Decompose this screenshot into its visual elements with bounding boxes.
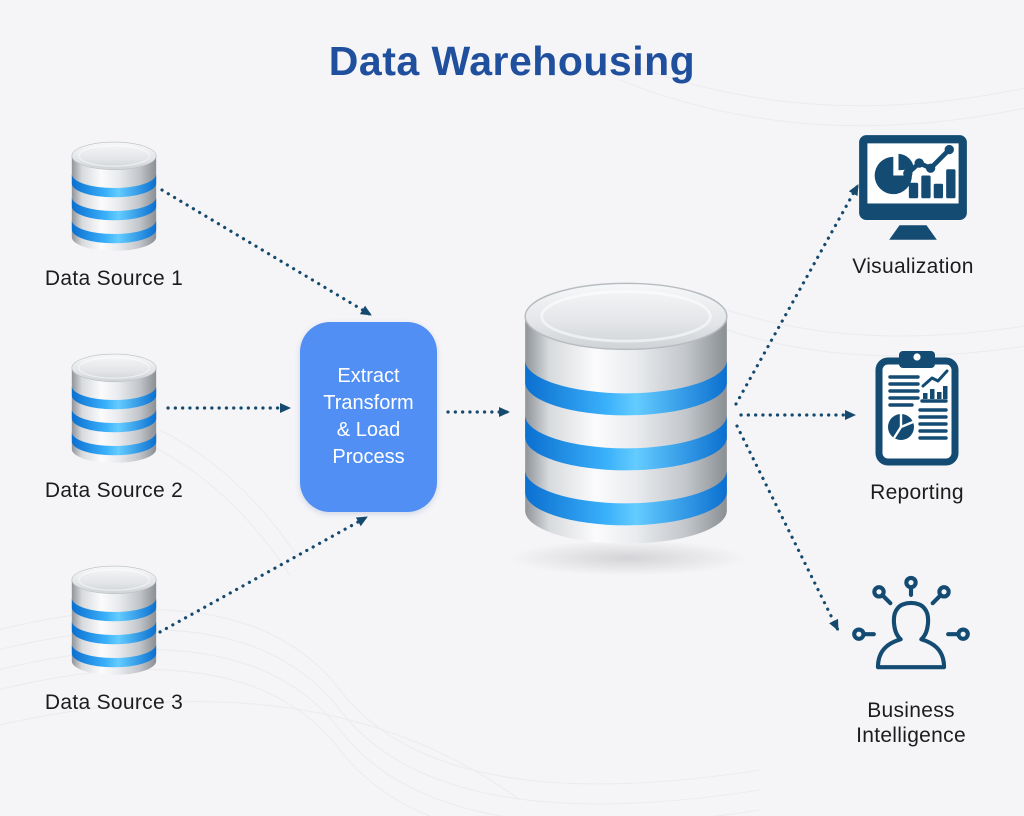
data-source-2: Data Source 2 [45,351,183,502]
data-warehouse [516,276,736,554]
database-cylinder-icon [68,563,160,678]
data-source-2-label: Data Source 2 [44,479,184,502]
etl-line: Transform [323,392,414,414]
visualization-label: Visualization [852,255,974,278]
database-cylinder-icon [68,139,160,254]
clipboard-report-icon [875,351,959,466]
etl-line: Process [332,446,405,468]
page-title: Data Warehousing [328,38,696,84]
etl-line: & Load [336,419,401,441]
person-network-icon [852,575,970,670]
data-source-1: Data Source 1 [45,139,183,290]
warehouse-shadow [508,540,748,576]
data-source-1-label: Data Source 1 [44,267,184,290]
database-cylinder-icon [68,351,160,466]
output-business-intelligence: Business Intelligence [847,570,975,747]
business-intelligence-label: Business Intelligence [856,699,966,747]
etl-process-box: Extract Transform & Load Process [300,322,437,512]
etl-line: Extract [337,365,400,387]
output-visualization: Visualization [852,131,973,278]
data-source-3-label: Data Source 3 [44,691,184,714]
reporting-label: Reporting [870,481,964,504]
monitor-charts-icon [859,135,967,240]
data-source-3: Data Source 3 [45,563,183,714]
large-database-cylinder-icon [516,276,736,551]
output-reporting: Reporting [870,348,964,504]
